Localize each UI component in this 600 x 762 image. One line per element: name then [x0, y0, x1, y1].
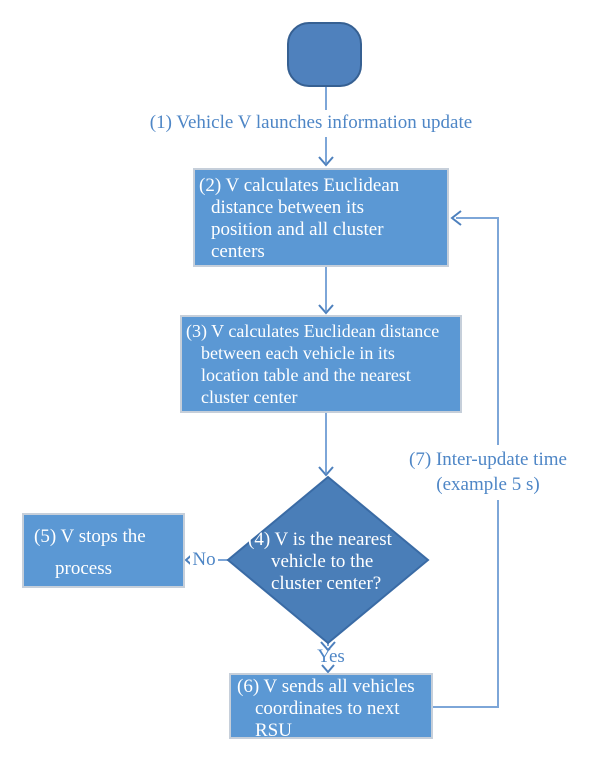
yes-branch-label: Yes	[317, 646, 345, 667]
connector-loop-lower	[433, 500, 499, 708]
step1-label: (1) Vehicle V launches information updat…	[149, 112, 473, 133]
process-box-step5: (5) V stops the process	[22, 513, 185, 588]
process-box-step2: (2) V calculates Euclidean distance betw…	[193, 168, 449, 267]
decision-diamond-shape	[226, 475, 430, 645]
arrowhead-into-diamond	[318, 466, 334, 477]
arrowhead-above-yes-label	[320, 641, 336, 652]
arrowhead-into-box6	[321, 664, 335, 674]
start-terminator-shape	[287, 22, 362, 87]
arrowhead-into-box3	[318, 304, 334, 315]
no-branch-label: No	[190, 548, 218, 571]
process-box-step6: (6) V sends all vehicles coordinates to …	[229, 673, 433, 741]
process-box-step3: (3) V calculates Euclidean distance betw…	[180, 315, 462, 413]
arrowhead-into-box2-right	[450, 210, 462, 226]
connector-loop-upper	[456, 217, 499, 445]
decision-text-step4: (4) V is the nearest vehicle to the clus…	[248, 529, 392, 594]
loop-delay-label-step7: (7) Inter-update time (example 5 s)	[409, 449, 567, 495]
arrowhead-into-box2-top	[318, 156, 334, 167]
